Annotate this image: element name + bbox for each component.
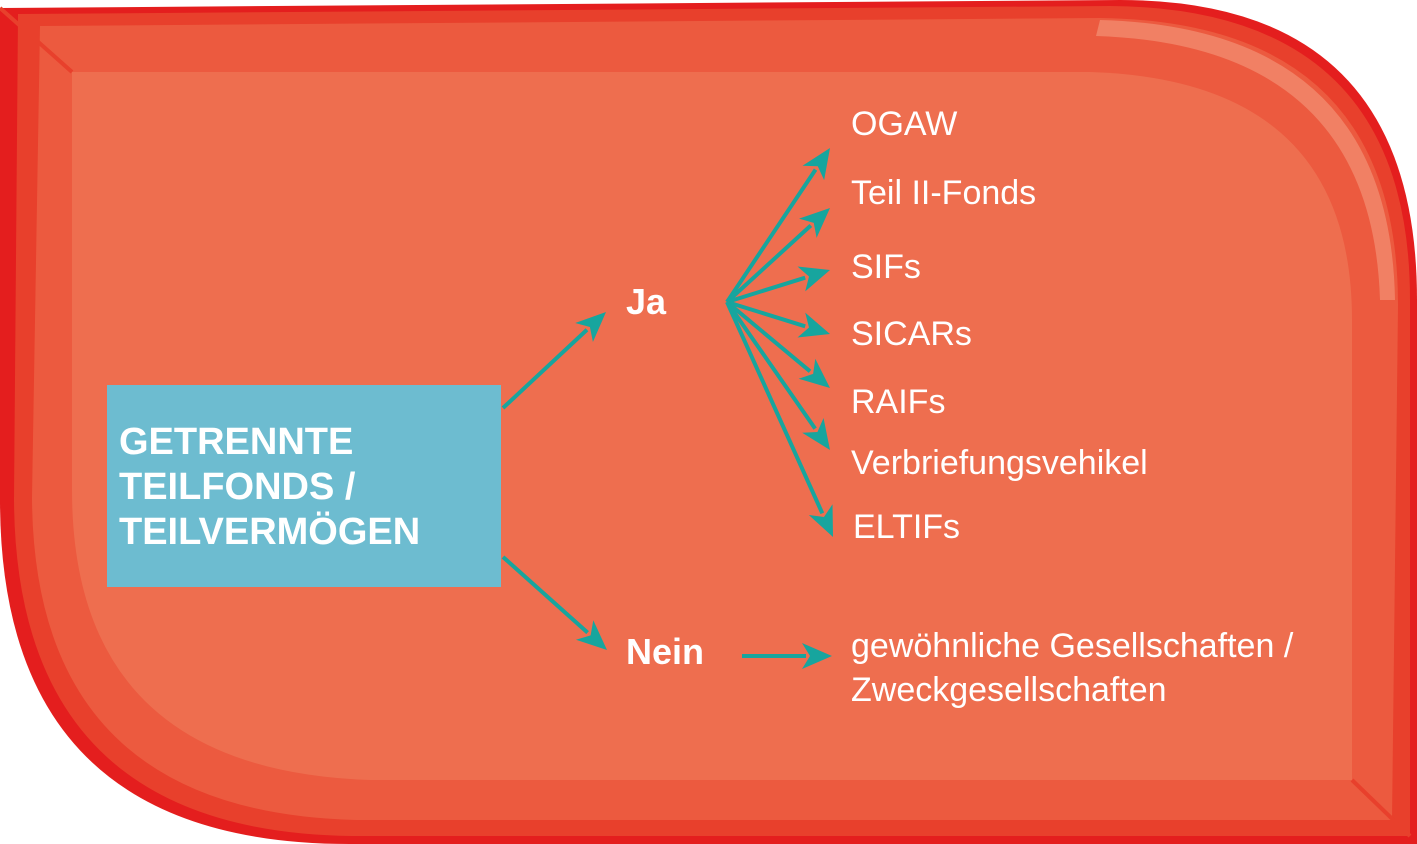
arrow-to-teil-ii-head — [799, 208, 830, 238]
arrow-to-raifs-shaft — [725, 300, 812, 373]
arrow-to-teil-ii-shaft — [725, 224, 813, 304]
leaf-raifs: RAIFs — [851, 383, 946, 421]
leaf-eltifs: ELTIFs — [853, 508, 961, 546]
arrow-no-to-other-head — [802, 643, 832, 669]
arrow-no-to-other — [742, 643, 832, 669]
root-box — [107, 385, 501, 587]
arrow-group — [501, 148, 833, 669]
arrow-to-teil-ii — [725, 208, 830, 304]
other-line-2: Zweckgesellschaften — [851, 671, 1167, 709]
arrow-to-raifs-head — [798, 358, 830, 388]
arrow-to-sifs — [726, 266, 830, 304]
panel-face — [72, 72, 1352, 780]
arrow-to-sicars-head — [797, 312, 830, 338]
arrow-root-to-no-shaft — [501, 555, 589, 635]
arrow-to-sicars — [726, 300, 830, 338]
arrow-to-ogaw-shaft — [725, 168, 818, 304]
arrow-to-verbriefung-shaft — [725, 300, 817, 430]
arrow-to-eltifs-shaft — [725, 301, 825, 515]
arrow-root-to-yes — [501, 312, 606, 410]
arrow-to-sifs-head — [797, 266, 830, 292]
branch-no-label: Nein — [626, 631, 705, 672]
arrow-to-sifs-shaft — [726, 275, 806, 304]
arrow-to-eltifs-head — [808, 504, 833, 537]
root-line-3: TEILVERMÖGEN — [119, 511, 421, 553]
leaf-teil-ii-fonds: Teil II-Fonds — [851, 174, 1037, 212]
arrow-to-verbriefung-head — [802, 417, 830, 450]
root-label: GETRENNTE TEILFONDS / TEILVERMÖGEN — [119, 420, 420, 555]
arrow-to-verbriefung — [725, 300, 830, 450]
arrow-root-to-no-head — [575, 620, 607, 650]
arrow-root-to-yes-shaft — [501, 328, 589, 410]
leaf-other-companies: gewöhnliche Gesellschaften / Zweckgesell… — [851, 624, 1293, 712]
arrow-to-sicars-shaft — [726, 300, 806, 329]
arrow-to-ogaw — [725, 148, 830, 304]
other-line-1: gewöhnliche Gesellschaften / — [851, 627, 1294, 665]
root-line-1: GETRENNTE — [119, 421, 354, 463]
arrow-to-ogaw-head — [802, 148, 830, 181]
root-line-2: TEILFONDS / — [119, 466, 356, 508]
leaf-ogaw: OGAW — [851, 105, 958, 143]
arrow-root-to-yes-head — [575, 312, 606, 342]
arrow-to-raifs — [725, 300, 830, 388]
arrow-to-eltifs — [725, 301, 833, 537]
arrow-root-to-no — [501, 555, 607, 650]
leaf-sifs: SIFs — [851, 248, 921, 286]
leaf-verbriefungsvehikel: Verbriefungsvehikel — [851, 444, 1148, 482]
branch-yes-label: Ja — [626, 281, 667, 322]
leaf-sicars: SICARs — [851, 315, 972, 353]
